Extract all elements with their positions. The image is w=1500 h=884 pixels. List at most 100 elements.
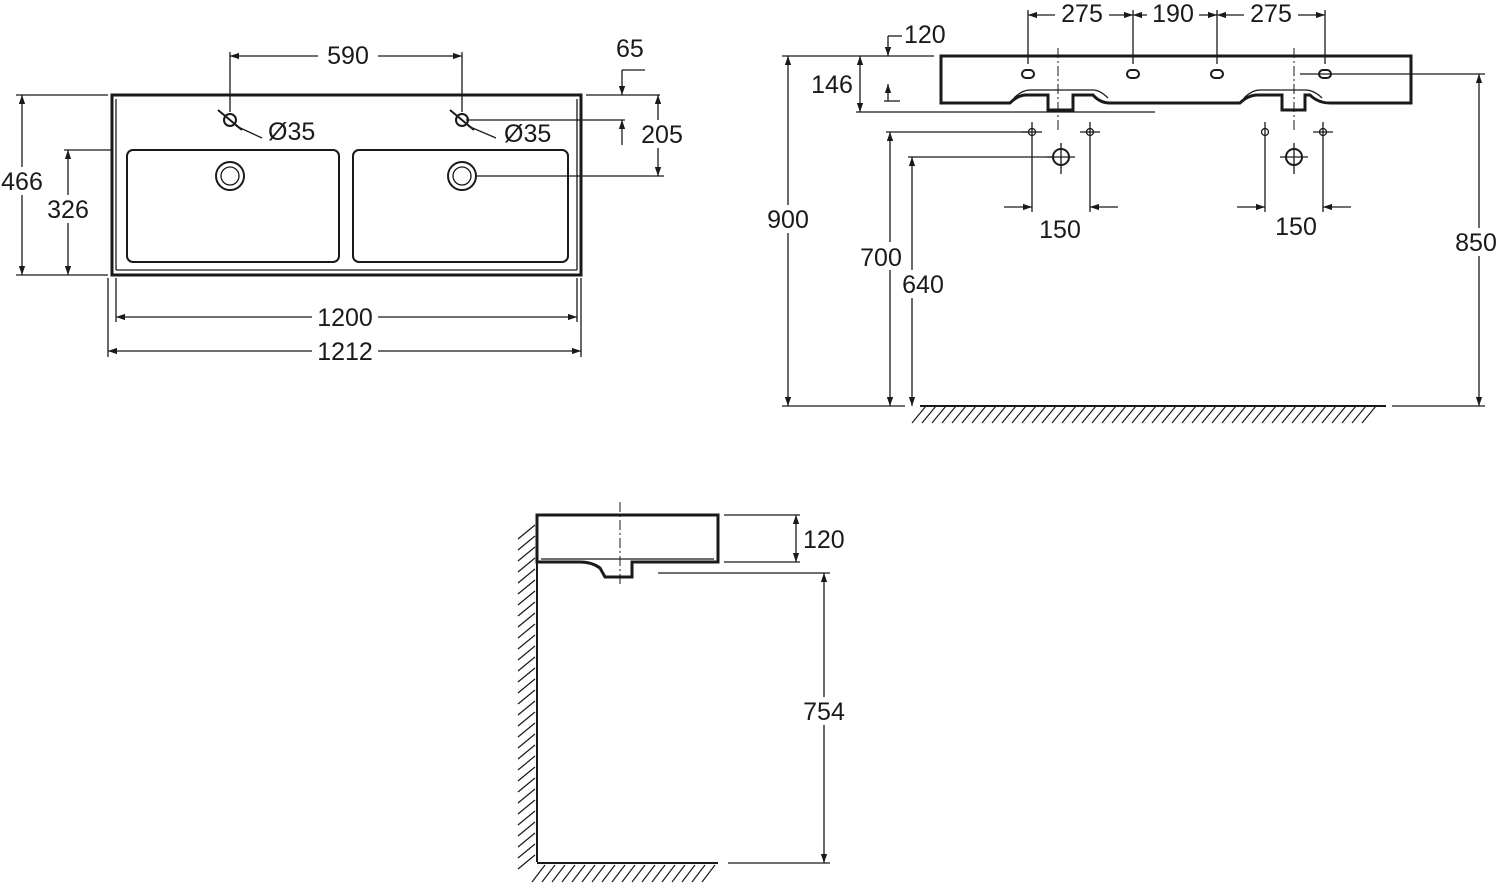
hatch-stroke [571, 864, 586, 883]
front-hole-1-icon [1021, 69, 1035, 79]
hatch-stroke [1051, 405, 1067, 424]
hatch-stroke [611, 864, 626, 883]
hatch-stroke [517, 645, 536, 661]
hatch-stroke [517, 799, 536, 815]
hatch-stroke [1331, 405, 1347, 424]
front-view: 275 190 275 120 146 [762, 0, 1500, 424]
hatch-stroke [601, 864, 616, 883]
dim-overall-height-right: 850 [1455, 229, 1497, 257]
front-hole-2-icon [1126, 69, 1140, 79]
dim-supply-spacing-left: 150 [1039, 216, 1081, 244]
hatch-stroke [517, 590, 536, 606]
dim-side-basin-height: 120 [803, 526, 845, 554]
hatch-stroke [591, 864, 606, 883]
wall-hatch [517, 524, 536, 870]
dim-hole-spacing-middle: 190 [1152, 0, 1194, 28]
hatch-stroke [981, 405, 997, 424]
dim-overall-width: 1212 [317, 338, 373, 366]
hatch-stroke [1011, 405, 1027, 424]
left-bowl [126, 149, 340, 263]
hatch-stroke [517, 788, 536, 804]
dim-install-height: 900 [767, 206, 809, 234]
hatch-stroke [517, 568, 536, 584]
side-basin-profile [535, 513, 720, 579]
hatch-stroke [517, 755, 536, 771]
hatch-stroke [701, 864, 716, 883]
hatch-stroke [1211, 405, 1227, 424]
left-faucet-hole-icon [223, 113, 237, 127]
front-hole-3-icon [1210, 69, 1224, 79]
hatch-stroke [1081, 405, 1097, 424]
hatch-stroke [517, 711, 536, 727]
dim-overall-depth: 466 [1, 168, 43, 196]
hatch-stroke [517, 634, 536, 650]
hatch-stroke [1101, 405, 1117, 424]
hatch-stroke [517, 777, 536, 793]
side-view: 120 754 [517, 502, 853, 883]
hatch-stroke [1241, 405, 1257, 424]
right-drain-icon [447, 161, 477, 191]
hatch-stroke [581, 864, 596, 883]
hatch-stroke [1061, 405, 1077, 424]
hatch-stroke [941, 405, 957, 424]
hatch-stroke [551, 864, 566, 883]
front-basin-profile [939, 54, 1413, 112]
hatch-stroke [517, 832, 536, 848]
dim-hole-spacing-left: 275 [1061, 0, 1103, 28]
hatch-stroke [1341, 405, 1357, 424]
hatch-stroke [961, 405, 977, 424]
hatch-stroke [517, 678, 536, 694]
hatch-stroke [1181, 405, 1197, 424]
dim-bowl-depth: 326 [47, 196, 89, 224]
hatch-stroke [681, 864, 696, 883]
hatch-stroke [641, 864, 656, 883]
hatch-stroke [1071, 405, 1087, 424]
dim-basin-height: 146 [811, 71, 853, 99]
drain-pipe-left-icon [1047, 143, 1075, 174]
hatch-stroke [1271, 405, 1287, 424]
hatch-stroke [671, 864, 686, 883]
hatch-stroke [517, 623, 536, 639]
hatch-stroke [561, 864, 576, 883]
dim-hole-diameter-left: Ø35 [268, 118, 315, 146]
hatch-stroke [1231, 405, 1247, 424]
hatch-stroke [631, 864, 646, 883]
hatch-stroke [1311, 405, 1327, 424]
hatch-stroke [1041, 405, 1057, 424]
hatch-stroke [1121, 405, 1137, 424]
dim-hole-diameter-right: Ø35 [504, 120, 551, 148]
dim-drain-to-back: 205 [641, 121, 683, 149]
top-view: 590 Ø35 Ø35 65 205 466 326 [0, 35, 687, 366]
right-bowl [352, 149, 569, 263]
hatch-stroke [517, 524, 536, 540]
hatch-stroke [1171, 405, 1187, 424]
hatch-stroke [661, 864, 676, 883]
hatch-stroke [921, 405, 937, 424]
hatch-stroke [1021, 405, 1037, 424]
dim-drain-height: 640 [902, 271, 944, 299]
left-drain-icon [215, 161, 245, 191]
hatch-stroke [517, 601, 536, 617]
hatch-stroke [1301, 405, 1317, 424]
hatch-stroke [517, 766, 536, 782]
dim-supply-height: 700 [860, 244, 902, 272]
hatch-stroke [691, 864, 706, 883]
hatch-stroke [951, 405, 967, 424]
hatch-stroke [517, 579, 536, 595]
hatch-stroke [621, 864, 636, 883]
hatch-stroke [517, 535, 536, 551]
hatch-stroke [1221, 405, 1237, 424]
hatch-stroke [517, 667, 536, 683]
hatch-stroke [931, 405, 947, 424]
hatch-stroke [517, 722, 536, 738]
dim-side-underside-height: 754 [803, 698, 845, 726]
hatch-stroke [1201, 405, 1217, 424]
hatch-stroke [1291, 405, 1307, 424]
hatch-stroke [1161, 405, 1177, 424]
hatch-stroke [517, 843, 536, 859]
dim-supply-spacing-right: 150 [1275, 213, 1317, 241]
hatch-stroke [517, 733, 536, 749]
hatch-stroke [517, 546, 536, 562]
hatch-stroke [517, 854, 536, 870]
side-floor-hatch [531, 864, 716, 883]
